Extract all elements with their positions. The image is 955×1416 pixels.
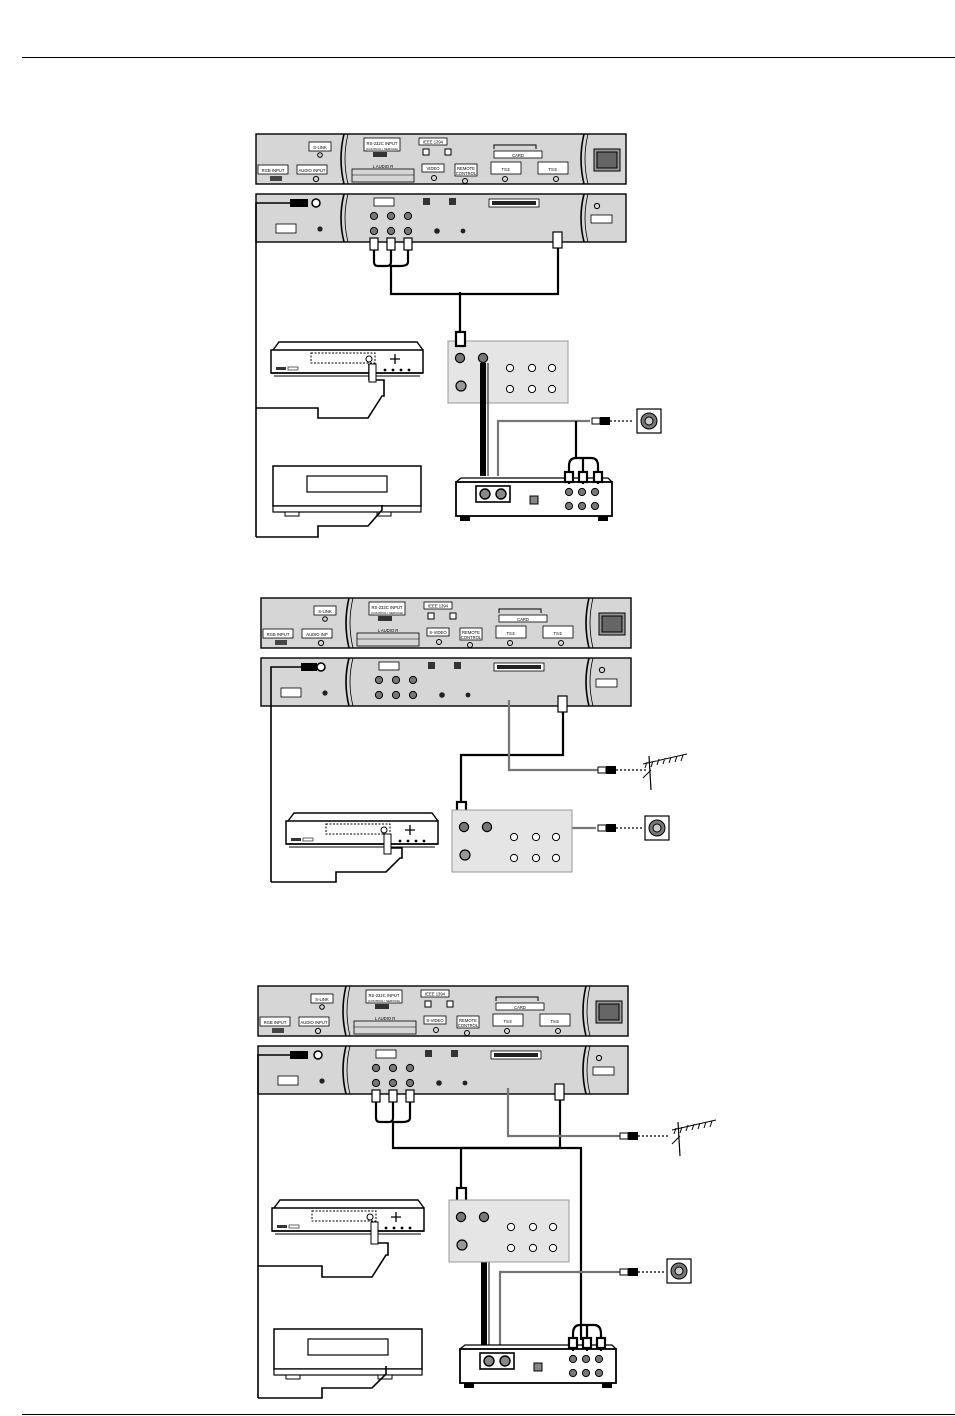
- cable-3-wires: [391, 1088, 620, 1345]
- audio-input-label: AUDIO INP: [306, 632, 328, 637]
- s-video-label: S-VIDEO: [429, 630, 447, 635]
- wall-plug-2: [597, 823, 617, 833]
- control-label: CONTROL: [461, 635, 482, 640]
- rgb-input-label: RGB INPUT: [262, 168, 285, 173]
- tv-antenna-icon: [642, 753, 688, 791]
- s-link-label: S-LINK: [313, 145, 327, 150]
- audio-label: L AUDIO R: [378, 628, 399, 633]
- control-label: CONTROL: [458, 1023, 479, 1028]
- ieee1394-label: IEEE 1394: [428, 604, 449, 609]
- s-link-label: S-LINK: [318, 609, 332, 614]
- ts2-label: TS②: [550, 1019, 559, 1024]
- rs232c-label: RS-232C INPUT: [369, 993, 400, 998]
- antenna-3: [671, 1119, 717, 1157]
- vcr-3: [459, 1344, 617, 1389]
- tv-panel-labels: S-LINK RS-232C INPUT (CONTROL / SERVICE)…: [262, 140, 558, 177]
- cable-wall-outlet-icon: [636, 408, 662, 434]
- wall-plug-3: [619, 1267, 639, 1277]
- control-label: CONTROL: [456, 171, 477, 176]
- card-label: CARD: [512, 153, 524, 158]
- hifi-box-3: [273, 1328, 423, 1380]
- antenna-plug-2: [597, 765, 617, 775]
- card-label: CARD: [514, 1005, 526, 1010]
- ts1-label: TS①: [501, 167, 510, 172]
- rs232c-sub-label: (CONTROL / SERVICE): [366, 147, 398, 151]
- rgb-input-label: RGB INPUT: [264, 1020, 287, 1025]
- dvd-player-1: [270, 341, 424, 377]
- top-rule: [22, 57, 955, 58]
- rs232c-sub-label: (CONTROL / SERVICE): [368, 999, 400, 1003]
- wall-jack-2: [644, 815, 670, 841]
- dvd-player-2: [285, 812, 439, 848]
- wall-plug-1: [591, 416, 611, 426]
- diagram-2: S-LINK RS-232C INPUT (CONTROL / SERVICE)…: [260, 597, 632, 882]
- remote-label: REMOTE: [459, 1018, 477, 1023]
- remote-label: REMOTE: [457, 166, 475, 171]
- antenna-2: [642, 753, 688, 791]
- diagram-1: S-LINK RS-232C INPUT (CONTROL / SERVICE)…: [255, 133, 627, 537]
- rs232c-sub-label: (CONTROL / SERVICE): [371, 611, 403, 615]
- remote-label: REMOTE: [462, 630, 480, 635]
- ts2-label: TS②: [548, 167, 557, 172]
- vcr-1: [455, 477, 613, 522]
- s-video-label: S-VIDEO: [426, 1018, 444, 1023]
- cable-box-2: [451, 809, 573, 873]
- tv-panel-labels-3: S-LINK RS-232C INPUT (CONTROL / SERVICE)…: [264, 992, 560, 1029]
- cable-wall-outlet-icon: [666, 1258, 692, 1284]
- video-label: VIDEO: [426, 166, 440, 171]
- rgb-input-label: RGB INPUT: [267, 632, 290, 637]
- cable-1-wires: [454, 292, 590, 476]
- cable-box-3: [448, 1199, 570, 1263]
- tv-rear-panel: [255, 133, 627, 243]
- vcr-1-av-cables: [563, 421, 604, 484]
- antenna-plug-3: [619, 1131, 639, 1141]
- diagram-3: S-LINK RS-232C INPUT (CONTROL / SERVICE)…: [257, 985, 629, 1398]
- cable-box-1: [447, 340, 569, 404]
- rs232c-label: RS-232C INPUT: [367, 141, 398, 146]
- tv-panel-labels-2: S-LINK RS-232C INPUT (CONTROL / SERVICE)…: [267, 604, 563, 641]
- tv-antenna-icon: [671, 1119, 717, 1157]
- vcr-3-av-cables: [567, 1323, 607, 1351]
- card-label: CARD: [517, 617, 529, 622]
- audio-input-label: AUDIO INPUT: [299, 168, 326, 173]
- ts1-label: TS①: [506, 631, 515, 636]
- hifi-box-1: [272, 465, 422, 517]
- tv-rear-panel: [260, 597, 632, 707]
- ieee1394-label: IEEE 1394: [423, 140, 444, 145]
- ts2-label: TS②: [553, 631, 562, 636]
- ieee1394-label: IEEE 1394: [425, 992, 446, 997]
- bottom-rule: [22, 1414, 955, 1415]
- cable-wall-outlet-icon: [644, 815, 670, 841]
- rs232c-label: RS-232C INPUT: [372, 605, 403, 610]
- dvd-player-3: [271, 1199, 425, 1235]
- audio-input-label: AUDIO INPUT: [301, 1020, 328, 1025]
- audio-label: L AUDIO R: [375, 1016, 396, 1021]
- wall-jack-3: [666, 1258, 692, 1284]
- tv-rear-panel: [257, 985, 629, 1095]
- s-link-label: S-LINK: [315, 997, 329, 1002]
- wall-jack-1: [636, 408, 662, 434]
- audio-label: L AUDIO R: [373, 164, 394, 169]
- ts1-label: TS①: [503, 1019, 512, 1024]
